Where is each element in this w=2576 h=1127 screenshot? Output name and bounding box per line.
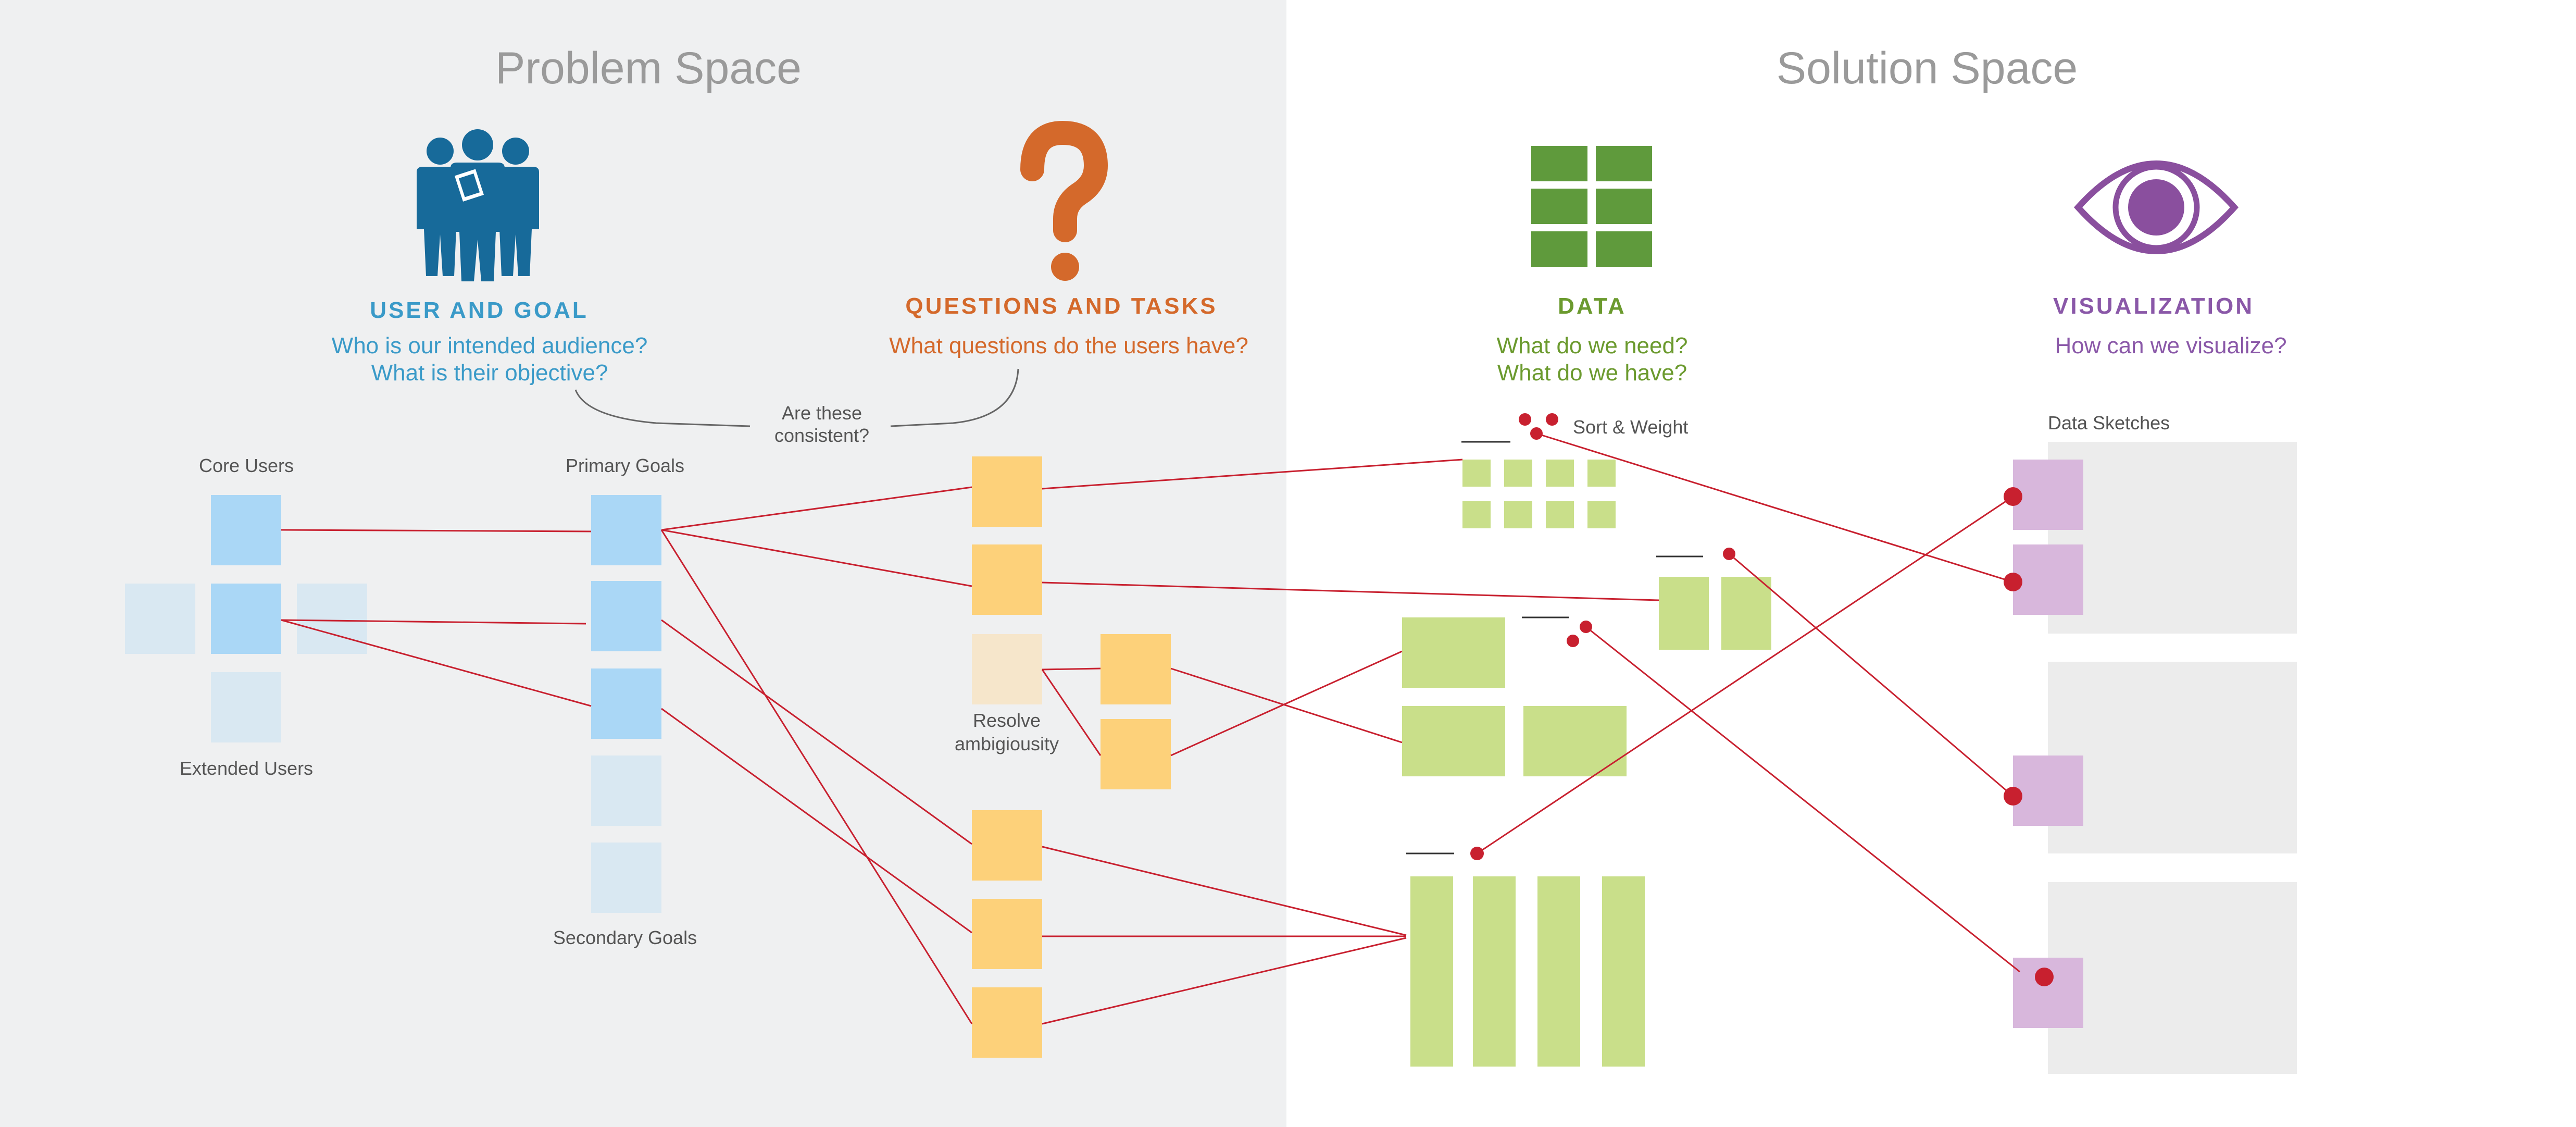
- viz-sketch-3: [2013, 756, 2083, 826]
- data-table-small-grid: [1462, 460, 1616, 528]
- extended-user-right: [297, 584, 367, 654]
- visualization-heading: VISUALIZATION: [2053, 293, 2254, 319]
- resolved-task-1: [1101, 634, 1171, 704]
- viz-sketch-4: [2013, 958, 2083, 1028]
- connector-dots: [1470, 413, 2054, 986]
- ambiguous-task: [972, 634, 1042, 704]
- people-icon: [417, 129, 539, 281]
- core-users-label: Core Users: [199, 455, 294, 476]
- sketch-panel-3: [2048, 882, 2297, 1074]
- resolve-label-2: ambigiousity: [955, 733, 1059, 754]
- extended-user-left: [125, 584, 195, 654]
- viz-sketch-1: [2013, 460, 2083, 530]
- questions-tasks-question: What questions do the users have?: [889, 333, 1248, 358]
- data-table-two-column: [1659, 577, 1771, 650]
- consistency-label-1: Are these: [782, 402, 862, 424]
- resolve-label-1: Resolve: [973, 710, 1041, 731]
- sort-weight-label: Sort & Weight: [1573, 416, 1688, 438]
- connector-lines: [281, 432, 2020, 1025]
- resolved-task-2: [1101, 719, 1171, 789]
- secondary-goals-label: Secondary Goals: [553, 927, 697, 948]
- data-table-columns: [1410, 876, 1645, 1067]
- task-1: [972, 456, 1042, 527]
- task-5: [972, 987, 1042, 1058]
- table-grid-icon: [1531, 146, 1652, 267]
- solution-space-title: Solution Space: [1777, 43, 2078, 93]
- problem-space-title: Problem Space: [495, 43, 802, 93]
- user-goal-question-2: What is their objective?: [371, 360, 608, 386]
- question-mark-icon: [1020, 120, 1108, 281]
- task-4: [972, 899, 1042, 969]
- primary-goals-label: Primary Goals: [566, 455, 684, 476]
- questions-tasks-heading: QUESTIONS AND TASKS: [905, 293, 1217, 319]
- data-heading: DATA: [1558, 293, 1627, 319]
- extended-user-bottom: [211, 672, 281, 742]
- core-user-1: [211, 495, 281, 565]
- sketch-panel-2: [2048, 662, 2297, 853]
- secondary-goal-2: [591, 843, 661, 913]
- core-user-2: [211, 584, 281, 654]
- primary-goal-2: [591, 581, 661, 651]
- consistency-label-2: consistent?: [774, 425, 869, 446]
- extended-users-label: Extended Users: [180, 758, 313, 779]
- data-question-2: What do we have?: [1497, 360, 1687, 386]
- task-2: [972, 544, 1042, 615]
- task-3: [972, 810, 1042, 881]
- viz-sketch-2: [2013, 544, 2083, 615]
- primary-goal-1: [591, 495, 661, 565]
- user-goal-heading: USER AND GOAL: [370, 298, 589, 323]
- eye-icon: [2073, 160, 2239, 254]
- secondary-goal-1: [591, 756, 661, 826]
- sketch-panel-1: [2048, 442, 2297, 634]
- data-question-1: What do we need?: [1497, 333, 1688, 358]
- data-table-blocks: [1402, 617, 1627, 776]
- user-goal-question-1: Who is our intended audience?: [332, 333, 648, 358]
- primary-goal-3: [591, 668, 661, 739]
- consistency-bracket-right: [890, 368, 1019, 427]
- visualization-question: How can we visualize?: [2055, 333, 2286, 358]
- consistency-bracket-left: [574, 389, 751, 427]
- data-sketches-label: Data Sketches: [2048, 412, 2170, 434]
